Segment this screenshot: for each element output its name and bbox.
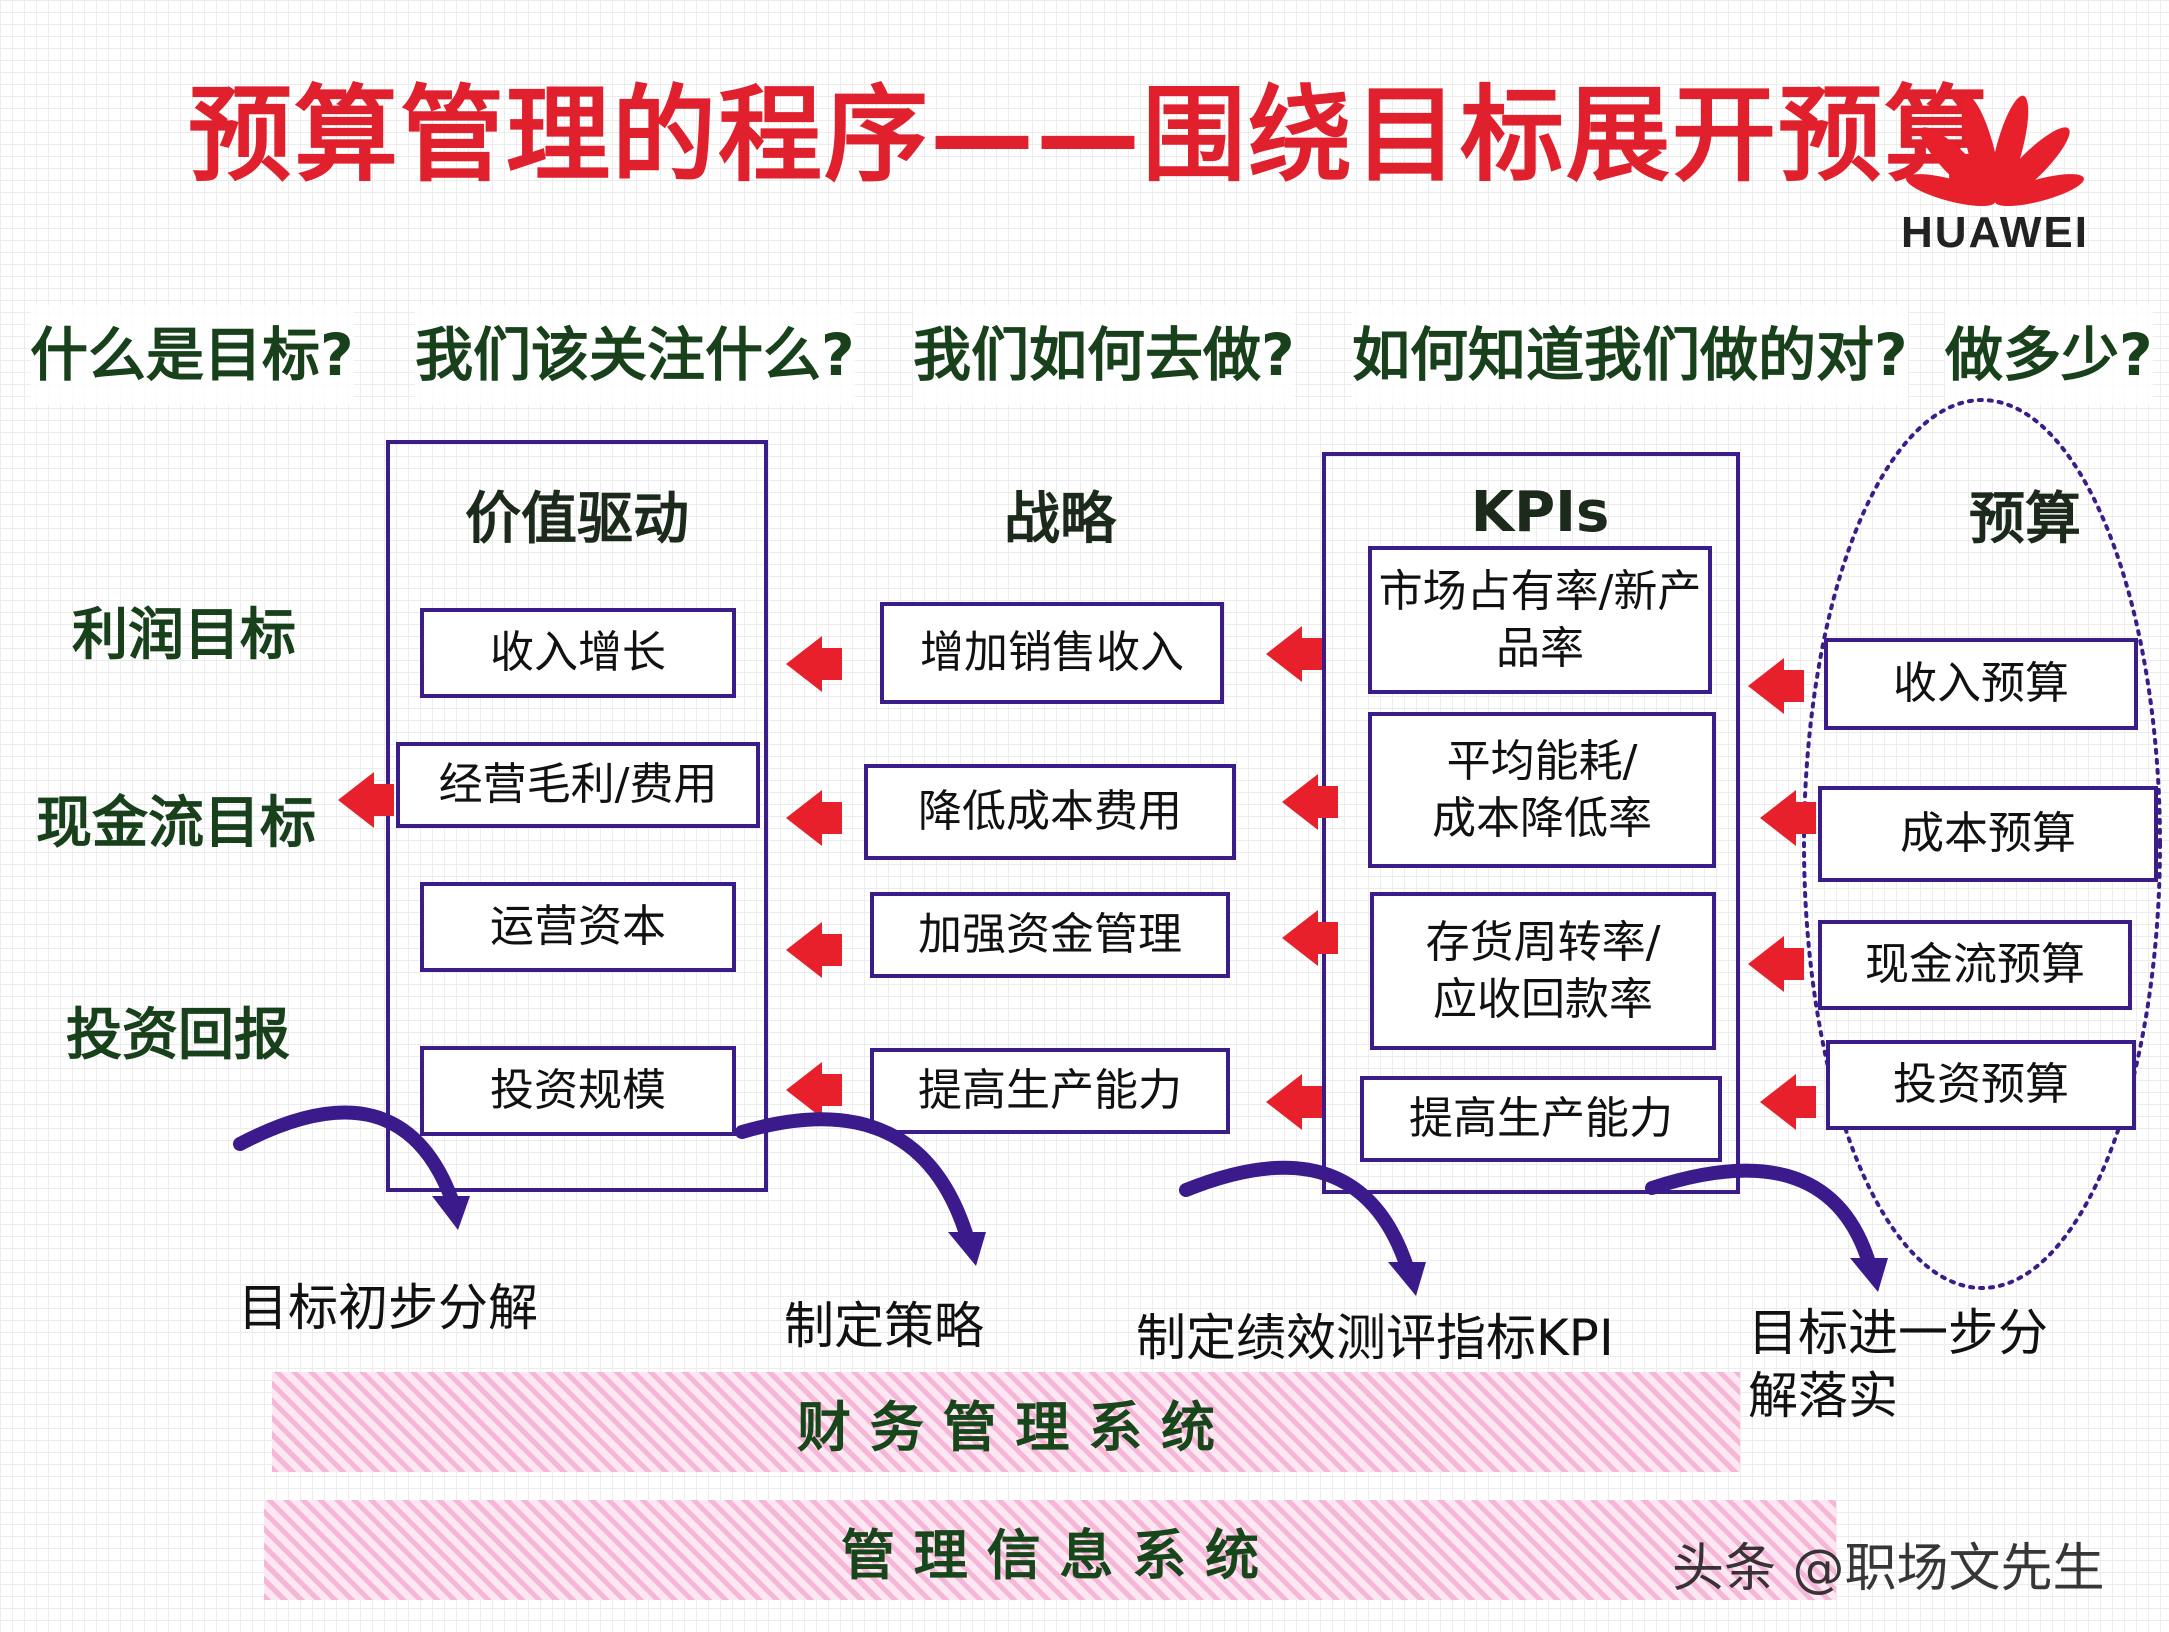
strategy-heading: 战略 — [1004, 487, 1116, 552]
kpi-box: 存货周转率/ 应收回款率 — [1370, 892, 1716, 1050]
arrow-left-icon — [1282, 774, 1338, 830]
arrow-left-icon — [786, 790, 842, 846]
value-driver-box: 收入增长 — [420, 608, 736, 698]
caption-strategy: 制定策略 — [784, 1297, 984, 1355]
budget-dotted-ellipse — [1802, 398, 2162, 1290]
arrow-left-icon — [1266, 1074, 1322, 1130]
arrowhead-icon — [432, 1196, 470, 1230]
question-how-to-know: 如何知道我们做的对? — [1352, 305, 1908, 405]
arrow-left-icon — [786, 922, 842, 978]
kpis-frame — [1322, 452, 1740, 1194]
arrow-left-icon — [1760, 790, 1816, 846]
strategy-box: 加强资金管理 — [870, 892, 1230, 978]
value-drivers-heading: 价值驱动 — [465, 487, 689, 552]
value-driver-box: 运营资本 — [420, 882, 736, 972]
page-title: 预算管理的程序——围绕目标展开预算 — [188, 74, 1991, 196]
arrow-left-icon — [1748, 658, 1804, 714]
huawei-logo-icon — [1906, 95, 2084, 207]
goal-profit: 利润目标 — [72, 603, 296, 668]
management-information-band: 管 理 信 息 系 统 — [264, 1500, 1836, 1600]
arrowhead-icon — [948, 1232, 986, 1266]
question-what-to-focus: 我们该关注什么? — [415, 305, 855, 405]
goal-cashflow: 现金流目标 — [36, 791, 316, 856]
financial-management-band: 财 务 管 理 系 统 — [272, 1372, 1740, 1472]
curved-arrow-icon — [233, 1105, 459, 1207]
arrowhead-icon — [1388, 1262, 1426, 1296]
watermark: 头条 @职场文先生 — [1672, 1539, 2105, 1599]
question-how-much: 做多少? — [1945, 305, 2153, 405]
budget-heading: 预算 — [1969, 487, 2081, 552]
arrow-left-icon — [1282, 910, 1338, 966]
arrow-left-icon — [786, 636, 842, 692]
budget-box: 现金流预算 — [1818, 920, 2132, 1010]
kpi-box: 市场占有率/新产 品率 — [1368, 546, 1712, 694]
arrow-left-icon — [786, 1062, 842, 1118]
kpis-heading: KPIs — [1470, 480, 1610, 545]
strategy-box: 提高生产能力 — [870, 1048, 1230, 1134]
caption-kpi: 制定绩效测评指标KPI — [1136, 1309, 1614, 1367]
curved-arrow-icon — [735, 1112, 975, 1247]
strategy-box: 增加销售收入 — [880, 602, 1224, 704]
arrow-left-icon — [1760, 1074, 1816, 1130]
curved-arrow-icon — [1179, 1160, 1415, 1277]
arrow-left-icon — [338, 772, 394, 828]
value-driver-box: 经营毛利/费用 — [396, 742, 760, 828]
caption-initial-decomposition: 目标初步分解 — [238, 1279, 538, 1337]
question-how-to-do: 我们如何去做? — [913, 305, 1295, 405]
caption-further-decomposition: 目标进一步分 解落实 — [1748, 1304, 2048, 1425]
curved-arrow-icon — [1645, 1163, 1877, 1273]
question-what-is-goal: 什么是目标? — [30, 305, 354, 405]
strategy-box: 降低成本费用 — [864, 764, 1236, 860]
arrowhead-icon — [1850, 1258, 1888, 1292]
goal-investment-return: 投资回报 — [66, 1003, 290, 1068]
value-driver-box: 投资规模 — [420, 1046, 736, 1136]
value-drivers-frame — [386, 440, 768, 1192]
arrow-left-icon — [1266, 626, 1322, 682]
budget-box: 投资预算 — [1826, 1040, 2136, 1130]
kpi-box: 提高生产能力 — [1360, 1076, 1722, 1162]
arrow-left-icon — [1748, 936, 1804, 992]
kpi-box: 平均能耗/ 成本降低率 — [1368, 712, 1716, 868]
budget-box: 成本预算 — [1818, 786, 2158, 882]
logo-text: HUAWEI — [1901, 208, 2089, 257]
budget-box: 收入预算 — [1824, 638, 2138, 730]
